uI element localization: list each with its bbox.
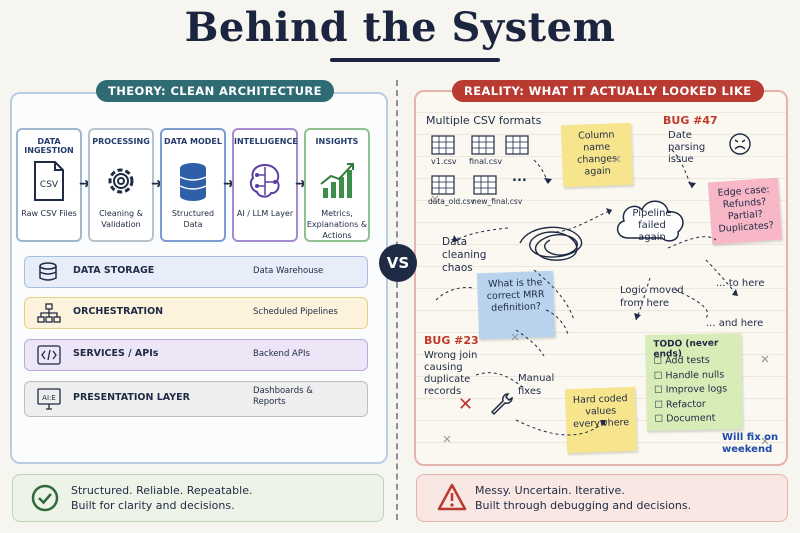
reality-footer: Messy. Uncertain. Iterative. Built throu… xyxy=(416,474,788,522)
stage-caption: Structured Data xyxy=(171,209,215,229)
bug-47-label: BUG #47 xyxy=(663,114,718,127)
layer-data-storage: DATA STORAGE Data Warehouse xyxy=(24,256,368,288)
data-cleaning-chaos-label: Data cleaning chaos xyxy=(442,236,487,274)
todo-item: ☐ Improve logs xyxy=(654,383,728,396)
todo-item: ☐ Add tests xyxy=(653,354,710,367)
frown-face-icon xyxy=(729,133,751,155)
arrow-right-icon: ➜ xyxy=(79,176,91,192)
csv-formats-label: Multiple CSV formats xyxy=(426,114,542,127)
arrow-right-icon: ➜ xyxy=(223,176,235,192)
wrench-icon xyxy=(490,393,513,416)
check-circle-icon xyxy=(31,484,59,512)
monitor-icon-text: AI:E xyxy=(42,394,56,402)
stage-caption: Raw CSV Files xyxy=(21,209,77,218)
theory-header: THEORY: CLEAN ARCHITECTURE xyxy=(96,80,334,102)
logic-moved-label: Logic moved from here xyxy=(620,285,684,309)
stage-caption: Cleaning & Validation xyxy=(99,209,143,229)
and-here-label: ... and here xyxy=(706,318,764,329)
brain-chip-icon xyxy=(249,163,280,198)
footer-line: Structured. Reliable. Repeatable. xyxy=(71,484,253,497)
manual-fixes-label: Manual fixes xyxy=(518,373,555,397)
footer-line: Built for clarity and decisions. xyxy=(71,499,235,512)
stage-processing: PROCESSING Cleaning & Validation xyxy=(88,128,154,242)
pipeline-failed-text: Pipeline failed again xyxy=(632,208,672,243)
todo-item: ☐ Refactor xyxy=(654,398,706,411)
csv-file-label: final.csv xyxy=(469,157,503,166)
ellipsis: ... xyxy=(512,170,527,185)
layer-name: ORCHESTRATION xyxy=(73,306,164,317)
stage-title: INSIGHTS xyxy=(315,137,359,146)
stage-data-ingestion: DATA INGESTION CSV Raw CSV Files xyxy=(16,128,82,242)
layer-presentation: AI:E PRESENTATION LAYER Dashboards & Rep… xyxy=(24,381,368,417)
code-icon xyxy=(37,345,61,365)
dashed-arrows-icon xyxy=(431,149,769,445)
database-icon xyxy=(39,262,57,281)
theory-footer: Structured. Reliable. Repeatable. Built … xyxy=(12,474,384,522)
stage-intelligence: INTELLIGENCE AI / LLM Layer xyxy=(232,128,298,242)
stage-title: INTELLIGENCE xyxy=(234,137,298,146)
database-icon xyxy=(179,163,207,201)
monitor-icon: AI:E xyxy=(37,388,61,410)
layer-orchestration: ORCHESTRATION Scheduled Pipelines xyxy=(24,297,368,329)
csv-file-icon: CSV xyxy=(34,161,64,201)
theory-footer-text: Structured. Reliable. Repeatable. Built … xyxy=(71,483,252,513)
org-chart-icon xyxy=(37,303,61,323)
stage-title: DATA INGESTION xyxy=(24,137,74,155)
bug-23-text: Wrong join causing duplicate records xyxy=(424,350,478,397)
bar-chart-icon xyxy=(320,163,354,198)
layer-name: PRESENTATION LAYER xyxy=(73,392,190,403)
title-underline xyxy=(330,58,500,62)
stage-caption: Metrics, Explanations & Actions xyxy=(306,209,368,240)
checkbox-icon: ☐ xyxy=(653,369,666,382)
footer-line: Messy. Uncertain. Iterative. xyxy=(475,484,625,497)
layer-services-apis: SERVICES / APIs Backend APIs xyxy=(24,339,368,371)
will-fix-weekend-label: Will fix on weekend xyxy=(722,432,779,455)
stage-insights: INSIGHTS Metrics, Explanations & Actions xyxy=(304,128,370,242)
bug-47-text: Date parsing issue xyxy=(668,130,706,165)
vs-divider xyxy=(396,80,398,520)
to-here-label: ... to here xyxy=(716,278,765,289)
csv-icon-text: CSV xyxy=(40,180,59,190)
bug-23-label: BUG #23 xyxy=(424,334,479,347)
arrow-right-icon: ➜ xyxy=(151,176,163,192)
stage-title: DATA MODEL xyxy=(164,137,222,146)
gear-icon xyxy=(108,168,134,194)
cloud-icon xyxy=(616,200,684,242)
scribble-icon xyxy=(519,226,583,261)
layer-detail: Dashboards & Reports xyxy=(253,386,313,407)
checkbox-icon: ☐ xyxy=(653,355,666,367)
layer-detail: Backend APIs xyxy=(253,349,310,359)
vs-badge: VS xyxy=(379,244,417,282)
checkbox-icon: ☐ xyxy=(654,398,667,411)
todo-item: ☐ Document xyxy=(654,412,716,425)
stage-caption: AI / LLM Layer xyxy=(236,209,294,218)
warning-icon xyxy=(437,483,467,511)
footer-line: Built through debugging and decisions. xyxy=(475,499,692,512)
red-x-icon: ✕ xyxy=(458,394,474,415)
csv-file-label: new_final.csv xyxy=(472,197,523,206)
stage-data-model: DATA MODEL Structured Data xyxy=(160,128,226,242)
csv-file-label: v1.csv xyxy=(431,157,457,166)
todo-item: ☐ Handle nulls xyxy=(653,368,725,382)
reality-header: REALITY: WHAT IT ACTUALLY LOOKED LIKE xyxy=(452,80,764,102)
csv-file-grid-icon xyxy=(431,135,529,195)
checkbox-icon: ☐ xyxy=(654,384,666,396)
csv-file-label: data_old.csv xyxy=(428,197,475,206)
layer-detail: Data Warehouse xyxy=(253,266,324,276)
layer-detail: Scheduled Pipelines xyxy=(253,307,338,317)
layer-name: DATA STORAGE xyxy=(73,265,155,276)
checkbox-icon: ☐ xyxy=(654,413,667,425)
todo-list: ☐ Add tests ☐ Handle nulls ☐ Improve log… xyxy=(654,353,728,427)
stage-title: PROCESSING xyxy=(92,137,150,146)
todo-card: TODO (never ends) ☐ Add tests ☐ Handle n… xyxy=(645,333,743,431)
reality-footer-text: Messy. Uncertain. Iterative. Built throu… xyxy=(475,483,691,513)
layer-name: SERVICES / APIs xyxy=(73,348,159,359)
arrow-right-icon: ➜ xyxy=(295,176,307,192)
page-title: Behind the System xyxy=(184,4,616,51)
